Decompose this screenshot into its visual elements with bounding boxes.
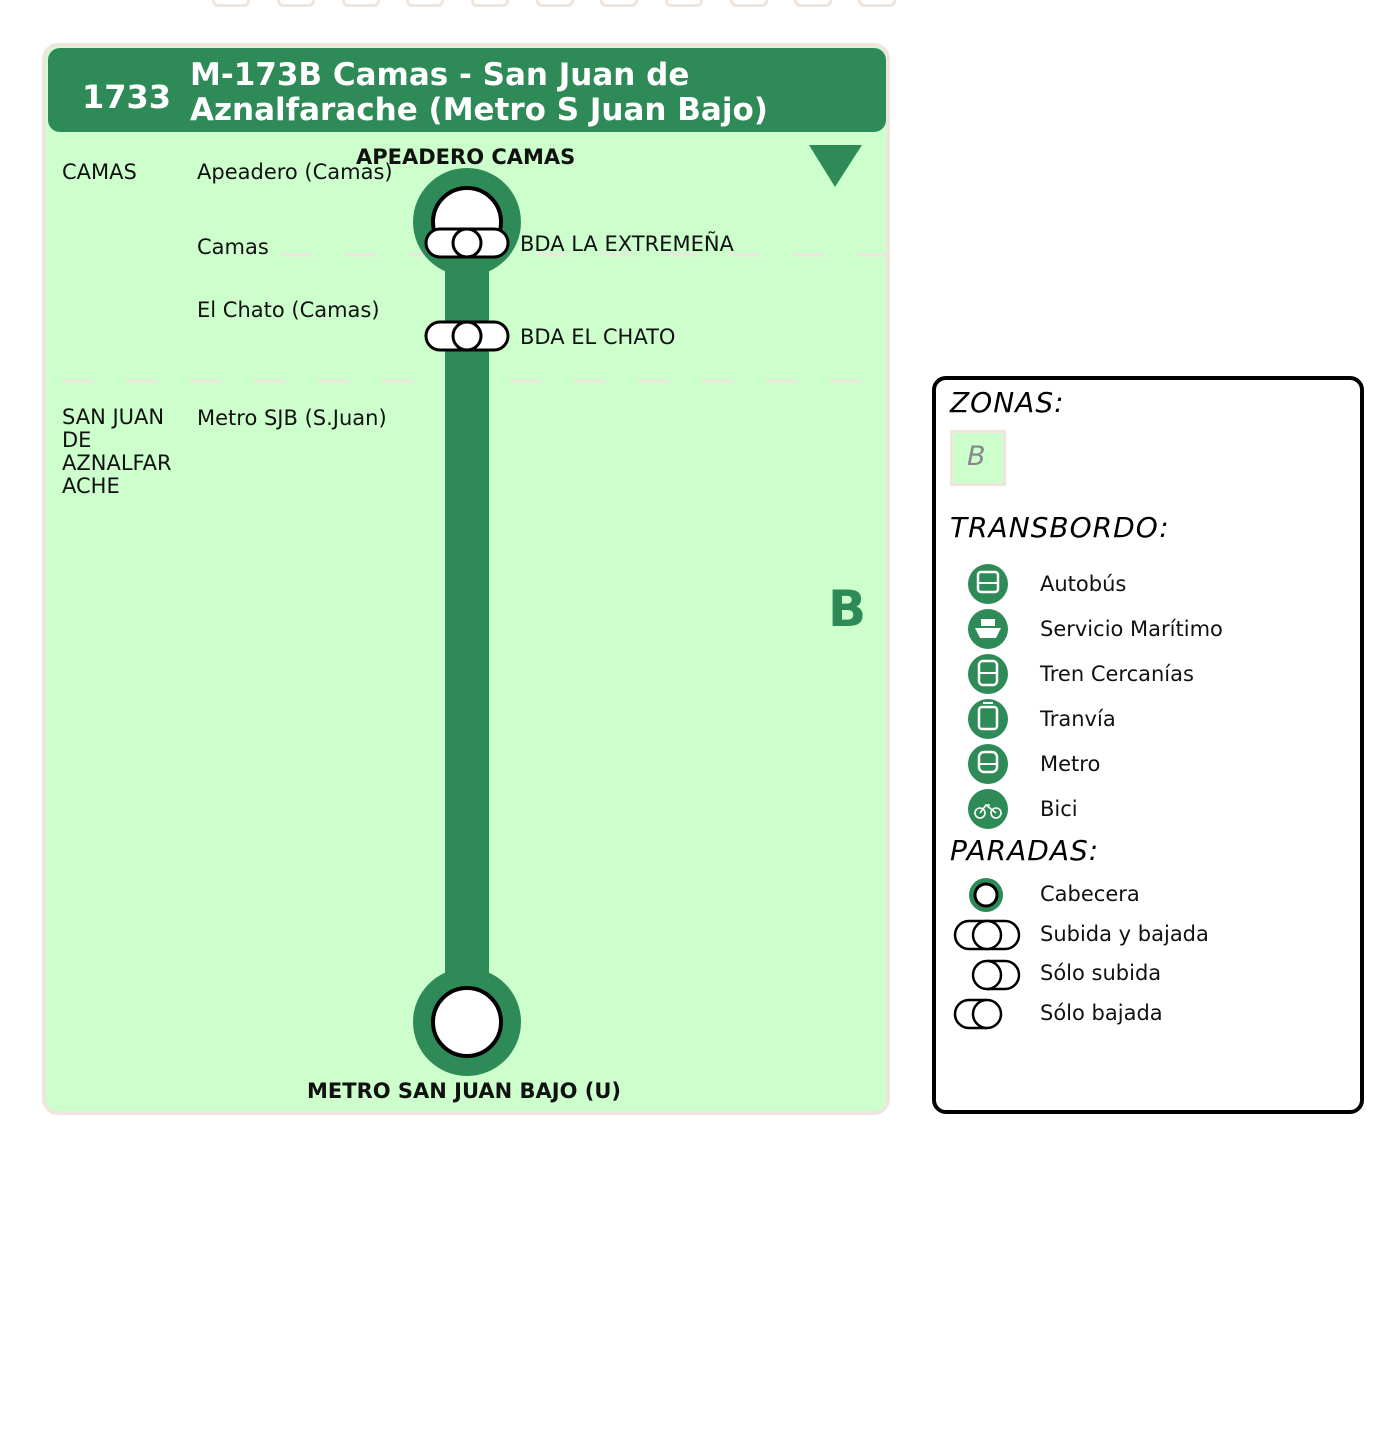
zone-label: B xyxy=(828,580,867,638)
end-stop-name: METRO SAN JUAN BAJO (U) xyxy=(307,1079,622,1103)
legend-stop-type-label: Cabecera xyxy=(1040,882,1140,906)
legend-mode-label: Metro xyxy=(1040,752,1101,776)
route-code: 1733 xyxy=(82,78,172,116)
route-title: M-173B Camas - San Juan de Aznalfarache … xyxy=(190,58,768,128)
legend-stop-type-label: Sólo subida xyxy=(1040,961,1162,985)
cabecera-stop-icon xyxy=(969,878,1003,912)
route-title-line1: M-173B Camas - San Juan de xyxy=(190,57,690,93)
stop-name: BDA EL CHATO xyxy=(520,325,676,349)
locality-stop: Metro SJB (S.Juan) xyxy=(197,406,387,430)
stop-marker-chato xyxy=(424,320,510,352)
municipality-san-juan: SAN JUAN DE AZNALFAR ACHE xyxy=(62,405,172,498)
direction-arrow-icon xyxy=(809,145,862,187)
train-icon xyxy=(968,654,1008,694)
terminal-stop-end xyxy=(431,986,503,1058)
bus-icon xyxy=(968,564,1008,604)
legend-mode-label: Tranvía xyxy=(1040,707,1116,731)
bike-icon xyxy=(968,789,1008,829)
legend-zonas-title: ZONAS: xyxy=(950,386,1065,419)
legend-stop-type-label: Subida y bajada xyxy=(1040,922,1209,946)
legend-panel xyxy=(932,376,1364,1114)
metro-icon xyxy=(968,744,1008,784)
tram-icon xyxy=(968,699,1008,739)
legend-mode-label: Tren Cercanías xyxy=(1040,662,1194,686)
subida-bajada-stop-icon xyxy=(953,919,1021,951)
legend-stop-type-label: Sólo bajada xyxy=(1040,1001,1163,1025)
route-line xyxy=(445,222,489,1022)
locality-stop: Camas xyxy=(197,235,269,259)
legend-mode-label: Bici xyxy=(1040,797,1078,821)
legend-zone-letter: B xyxy=(967,441,986,472)
route-title-line2: Aznalfarache (Metro S Juan Bajo) xyxy=(190,92,768,128)
start-stop-name: APEADERO CAMAS xyxy=(356,145,576,169)
municipality-camas: CAMAS xyxy=(62,160,137,184)
boat-icon xyxy=(968,609,1008,649)
solo-subida-stop-icon xyxy=(971,959,1021,991)
stop-marker-extremena xyxy=(424,227,510,259)
legend-mode-label: Servicio Marítimo xyxy=(1040,617,1223,641)
solo-bajada-stop-icon xyxy=(953,998,1003,1030)
route-header xyxy=(48,48,886,132)
legend-zone-swatch: B xyxy=(950,430,1006,486)
locality-stop: Apeadero (Camas) xyxy=(197,160,393,184)
legend-mode-label: Autobús xyxy=(1040,572,1127,596)
stop-name: BDA LA EXTREMEÑA xyxy=(520,232,734,256)
locality-stop: El Chato (Camas) xyxy=(197,298,380,322)
legend-paradas-title: PARADAS: xyxy=(950,834,1100,867)
legend-transbordo-title: TRANSBORDO: xyxy=(950,511,1170,544)
